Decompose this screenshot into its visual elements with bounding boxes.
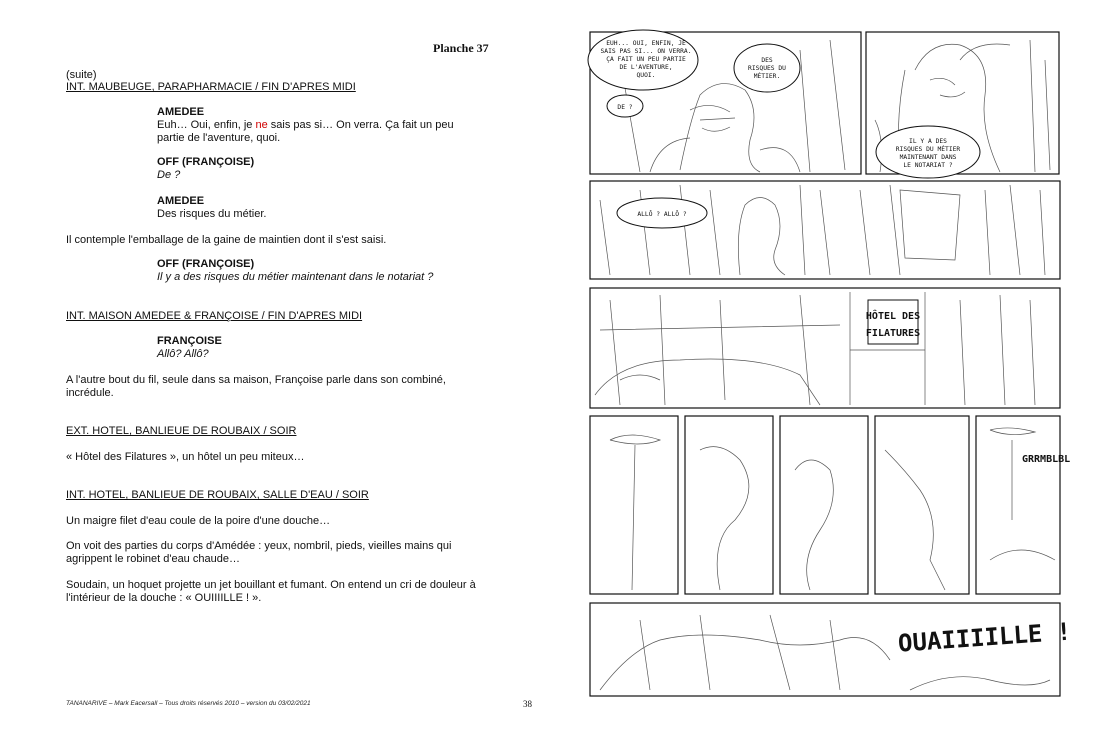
- speech-balloon-4: [875, 125, 981, 179]
- scene-heading-4: INT. HOTEL, BANLIEUE DE ROUBAIX, SALLE D…: [66, 489, 369, 501]
- page-number: 38: [523, 699, 532, 709]
- sfx-grr: GRRMBLBL: [1022, 454, 1070, 465]
- action-1: Il contemple l'emballage de la gaine de …: [66, 234, 387, 246]
- character-off-2: OFF (FRANÇOISE): [157, 258, 255, 270]
- action-2-cont: incrédule.: [66, 387, 114, 399]
- hotel-sign-line-2: FILATURES: [866, 328, 920, 339]
- sketch-lines: [594, 39, 1056, 691]
- planche-title: Planche 37: [433, 41, 489, 55]
- character-amedee-1: AMEDEE: [157, 106, 205, 118]
- storyboard-page: EUH... OUI, ENFIN, JE SAIS PAS SI... ON …: [580, 25, 1080, 705]
- action-6-cont: l'intérieur de la douche : « OUIIIILLE !…: [66, 592, 262, 604]
- balloon-4-line-4: LE NOTARIAT ?: [903, 162, 952, 169]
- hotel-sign-line-1: HÔTEL DES: [866, 309, 920, 322]
- balloon-1-line-3: ÇA FAIT UN PEU PARTIE: [606, 56, 686, 63]
- balloon-5-text: ALLÔ ? ALLÔ ?: [637, 209, 686, 218]
- balloon-3-text: DE ?: [617, 104, 632, 111]
- balloon-1-line-1: EUH... OUI, ENFIN, JE: [606, 40, 686, 47]
- script-page: Planche 37 (suite) INT. MAUBEUGE, PARAPH…: [66, 41, 532, 709]
- balloon-4-line-3: MAINTENANT DANS: [900, 154, 957, 161]
- dialogue-francoise: Allô? Allô?: [157, 348, 209, 360]
- speech-balloon-2: [733, 43, 801, 93]
- action-5-cont: agrippent le robinet d'eau chaude…: [66, 553, 240, 565]
- panel-4: [589, 287, 1061, 409]
- character-francoise: FRANÇOISE: [157, 335, 222, 347]
- dialogue-amedee-1-cont: partie de l'aventure, quoi.: [157, 132, 281, 144]
- balloon-4-line-1: IL Y A DES: [909, 138, 947, 145]
- action-3: « Hôtel des Filatures », un hôtel un peu…: [66, 451, 305, 463]
- action-2: A l'autre bout du fil, seule dans sa mai…: [66, 374, 446, 386]
- page-footer: TANANARIVE – Mark Eacersall – Tous droit…: [66, 700, 311, 707]
- panel-10: [589, 602, 1061, 697]
- panel-7: [779, 415, 869, 595]
- panel-9: [975, 415, 1061, 595]
- scene-heading-1: INT. MAUBEUGE, PARAPHARMACIE / FIN D'APR…: [66, 81, 356, 93]
- action-4: Un maigre filet d'eau coule de la poire …: [66, 515, 331, 527]
- panel-6: [684, 415, 774, 595]
- balloon-2-line-2: RISQUES DU: [748, 65, 786, 72]
- scene-heading-3: EXT. HOTEL, BANLIEUE DE ROUBAIX / SOIR: [66, 425, 297, 437]
- action-5: On voit des parties du corps d'Amédée : …: [66, 540, 452, 552]
- hotel-sign: [867, 299, 919, 345]
- storyboard-svg: EUH... OUI, ENFIN, JE SAIS PAS SI... ON …: [587, 29, 1072, 697]
- suite-label: (suite): [66, 69, 97, 81]
- character-off-1: OFF (FRANÇOISE): [157, 156, 255, 168]
- balloon-2-line-1: DES: [761, 57, 773, 64]
- balloon-1-line-4: DE L'AVENTURE,: [619, 64, 672, 71]
- panel-8: [874, 415, 970, 595]
- speech-balloon-3: [606, 94, 644, 118]
- balloon-4-line-2: RISQUES DU MÉTIER: [896, 144, 961, 153]
- balloon-2-line-3: MÉTIER.: [754, 71, 781, 80]
- character-amedee-2: AMEDEE: [157, 195, 205, 207]
- dialogue-amedee-2: Des risques du métier.: [157, 208, 267, 220]
- speech-balloon-5: [616, 197, 708, 229]
- balloon-1-line-2: SAIS PAS SI... ON VERRA.: [601, 48, 692, 55]
- dialogue-amedee-1: Euh… Oui, enfin, je ne sais pas si… On v…: [157, 119, 454, 131]
- speech-balloon-1: [587, 29, 699, 91]
- dialogue-off-1: De ?: [157, 169, 181, 181]
- balloon-1-line-5: QUOI.: [637, 72, 656, 79]
- red-word: ne: [255, 119, 268, 131]
- dialogue-off-2: Il y a des risques du métier maintenant …: [157, 271, 434, 283]
- scene-heading-2: INT. MAISON AMEDEE & FRANÇOISE / FIN D'A…: [66, 310, 363, 322]
- action-6: Soudain, un hoquet projette un jet bouil…: [66, 579, 476, 591]
